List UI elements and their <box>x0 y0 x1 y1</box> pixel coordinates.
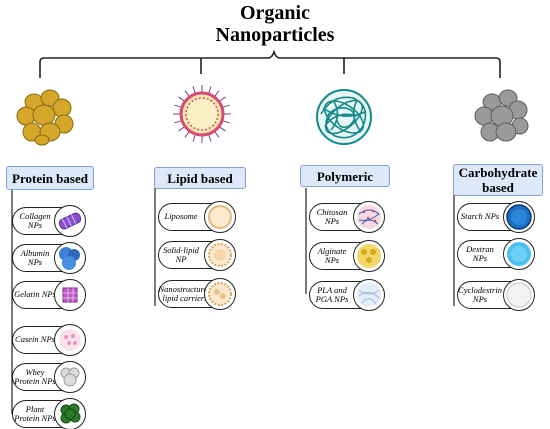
collagen-fiber-icon <box>54 205 86 237</box>
carbohydrate-item-dextran: Dextran NPs <box>457 238 535 270</box>
item-label: PLA and PGA NPs <box>315 284 349 304</box>
lipid-tail <box>178 96 185 102</box>
lipid-tail <box>222 104 230 108</box>
protein-item-casein: Casein NPs <box>12 324 86 356</box>
item-label: Gelatin NPs <box>14 289 56 300</box>
pla-pga-icon <box>353 279 385 311</box>
lipid-tail <box>192 134 196 142</box>
protein-item-gelatin: Gelatin NPs <box>12 279 86 311</box>
item-label: Cyclodextrin NPs <box>458 284 502 304</box>
item-label: Liposome <box>164 211 198 222</box>
lipid-tail <box>222 120 230 124</box>
liposome-icon <box>204 201 236 233</box>
diagram-title-line1: Organic <box>240 2 310 24</box>
item-label: Nanostructured lipid carriers <box>158 283 212 303</box>
dextran-sphere-icon <box>503 238 535 270</box>
polymer-item-alginate: Alginate NPs <box>309 240 385 272</box>
cyclodextrin-sphere-icon <box>503 279 535 311</box>
item-label: Whey Protein NPs <box>14 366 56 386</box>
lipid-tail <box>174 104 182 108</box>
item-label: Albumin NPs <box>20 247 50 267</box>
plant-protein-icon <box>54 398 86 429</box>
protein-item-plant: Plant Protein NPs <box>12 398 86 429</box>
carbohydrate-nanoparticle-icon <box>474 89 529 142</box>
polymer-item-pla-pga: PLA and PGA NPs <box>309 279 385 311</box>
albumin-sphere-icon <box>54 242 86 274</box>
lipid-tail <box>184 90 190 97</box>
category-polymeric: Polymeric <box>300 165 390 187</box>
lipid-tail <box>192 86 196 94</box>
carbohydrate-item-cyclodextrin: Cyclodextrin NPs <box>457 279 535 311</box>
lipid-tail <box>219 126 226 132</box>
protein-item-collagen: Collagen NPs <box>12 205 86 237</box>
item-label: Solid-lipid NP <box>163 244 199 264</box>
protein-nanoparticle-icon <box>16 89 74 146</box>
item-label: Collagen NPs <box>19 210 51 230</box>
lipid-tail <box>184 131 190 138</box>
diagram-title-line2: Nanoparticles <box>215 24 335 46</box>
item-label: Starch NPs <box>460 211 500 222</box>
lipid-item-solid-lipid: Solid-lipid NP <box>158 239 236 271</box>
carbohydrate-item-starch: Starch NPs <box>457 201 535 233</box>
polymer-item-chitosan: Chitosan NPs <box>309 201 385 233</box>
item-label: Chitosan NPs <box>316 206 348 226</box>
category-protein-based: Protein based <box>6 166 94 190</box>
lipid-tail <box>174 120 182 124</box>
lipid-tail <box>208 86 212 94</box>
lipid-tail <box>208 134 212 142</box>
lipid-item-liposome: Liposome <box>158 201 236 233</box>
polymer-nanoparticle-icon <box>316 89 372 145</box>
solid-lipid-icon <box>204 239 236 271</box>
nlc-icon <box>204 278 236 310</box>
chitosan-icon <box>353 201 385 233</box>
lipid-tail <box>214 131 220 138</box>
protein-item-albumin: Albumin NPs <box>12 242 86 274</box>
lipid-item-nlc: Nanostructured lipid carriers <box>158 278 236 310</box>
item-label: Dextran NPs <box>466 243 494 263</box>
lipid-tail <box>178 126 185 132</box>
category-lipid-based: Lipid based <box>154 167 246 189</box>
item-label: Alginate NPs <box>317 245 347 265</box>
gelatin-cube-icon <box>54 279 86 311</box>
liposome-nanoparticle-icon <box>173 85 231 143</box>
casein-micelle-icon <box>54 324 86 356</box>
starch-sphere-icon <box>503 201 535 233</box>
category-carbohydrate-based: Carbohydrate based <box>453 164 543 196</box>
item-label: Casein NPs <box>15 334 55 345</box>
item-label: Plant Protein NPs <box>14 403 56 423</box>
lipid-tail <box>219 96 226 102</box>
alginate-icon <box>353 240 385 272</box>
lipid-tail <box>214 90 220 97</box>
protein-item-whey: Whey Protein NPs <box>12 361 86 393</box>
whey-protein-icon <box>54 361 86 393</box>
